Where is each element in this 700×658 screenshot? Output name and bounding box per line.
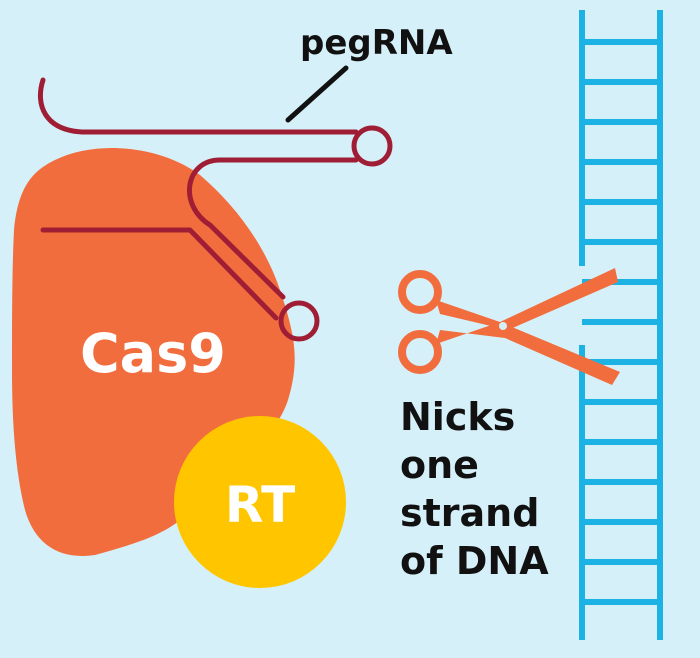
nick-line-4: of DNA: [400, 539, 549, 583]
nick-line-1: Nicks: [400, 395, 515, 439]
rt-label: RT: [225, 476, 295, 534]
dna-ladder-icon: [579, 10, 663, 640]
nick-line-2: one: [400, 443, 479, 487]
nick-description: Nicks one strand of DNA: [400, 395, 549, 583]
rt-enzyme: [174, 416, 346, 588]
cas9-label: Cas9: [80, 322, 226, 385]
pegrna-pointer: [285, 65, 349, 123]
scissors-icon: [398, 268, 620, 385]
pegrna-strand: [37, 77, 393, 342]
nick-line-3: strand: [400, 491, 539, 535]
pegrna-label: pegRNA: [300, 23, 453, 63]
